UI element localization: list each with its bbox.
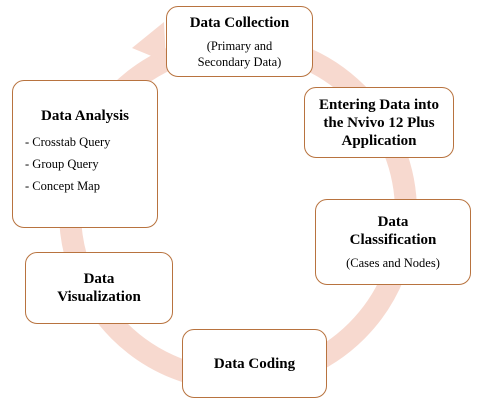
step-title: Data Classification (349, 214, 437, 248)
step-subtitle: (Primary and Secondary Data) (197, 38, 282, 69)
step-data-visualization: Data Visualization (25, 252, 173, 324)
list-item: - Group Query (25, 157, 99, 171)
step-title: Data Analysis (41, 108, 129, 124)
step-entering-data: Entering Data into the Nvivo 12 Plus App… (304, 87, 454, 158)
step-title: Data Visualization (57, 271, 141, 305)
step-title: Entering Data into the Nvivo 12 Plus App… (319, 96, 439, 149)
cycle-arrowhead (132, 22, 166, 62)
step-title: Data Coding (213, 355, 296, 372)
step-data-analysis: Data Analysis - Crosstab Query - Group Q… (12, 80, 158, 228)
step-subtitle: (Cases and Nodes) (346, 256, 440, 270)
step-data-classification: Data Classification (Cases and Nodes) (315, 199, 471, 285)
list-item: - Concept Map (25, 179, 100, 193)
step-title: Data Collection (189, 14, 290, 31)
step-data-collection: Data Collection (Primary and Secondary D… (166, 6, 313, 77)
step-data-coding: Data Coding (182, 329, 327, 398)
analysis-list: - Crosstab Query - Group Query - Concept… (13, 131, 110, 197)
list-item: - Crosstab Query (25, 135, 111, 149)
